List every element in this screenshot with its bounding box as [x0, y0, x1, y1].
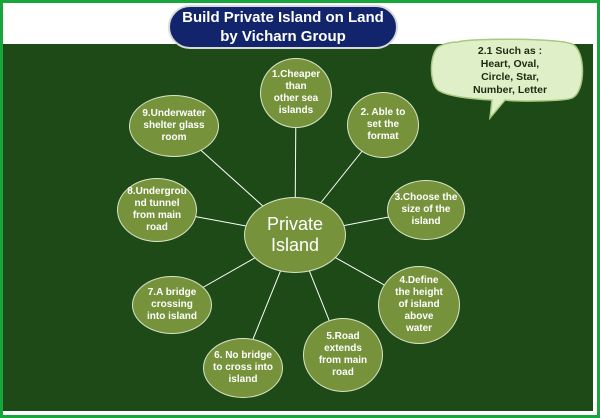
node-3-label: 3.Choose the size of the island — [394, 192, 458, 227]
node-8-label: 8.Undergrou nd tunnel from main road — [127, 186, 187, 233]
node-8: 8.Undergrou nd tunnel from main road — [117, 178, 197, 242]
node-6-label: 6. No bridge to cross into island — [212, 350, 273, 385]
node-3: 3.Choose the size of the island — [387, 180, 465, 240]
diagram-title-text: Build Private Island on Land by Vicharn … — [182, 9, 384, 45]
center-node-label: Private Island — [266, 214, 324, 255]
node-4-label: 4.Define the height of island above wate… — [395, 275, 443, 334]
node-1: 1.Cheaper than other sea islands — [260, 58, 332, 128]
node-9-label: 9.Underwater shelter glass room — [142, 108, 206, 143]
node-9: 9.Underwater shelter glass room — [129, 95, 219, 157]
node-6: 6. No bridge to cross into island — [203, 338, 283, 398]
node-5: 5.Road extends from main road — [303, 318, 383, 392]
center-node: Private Island — [244, 197, 346, 273]
callout-text: 2.1 Such as : Heart, Oval, Circle, Star,… — [472, 45, 548, 96]
node-2-label: 2. Able to set the format — [360, 107, 406, 142]
node-1-label: 1.Cheaper than other sea islands — [271, 69, 321, 116]
node-5-label: 5.Road extends from main road — [318, 331, 368, 378]
node-7: 7.A bridge crossing into island — [132, 276, 212, 334]
callout-text-box: 2.1 Such as : Heart, Oval, Circle, Star,… — [445, 44, 575, 98]
node-7-label: 7.A bridge crossing into island — [147, 287, 197, 322]
node-4: 4.Define the height of island above wate… — [378, 266, 460, 344]
diagram-title: Build Private Island on Land by Vicharn … — [168, 5, 398, 49]
node-2: 2. Able to set the format — [347, 92, 419, 158]
